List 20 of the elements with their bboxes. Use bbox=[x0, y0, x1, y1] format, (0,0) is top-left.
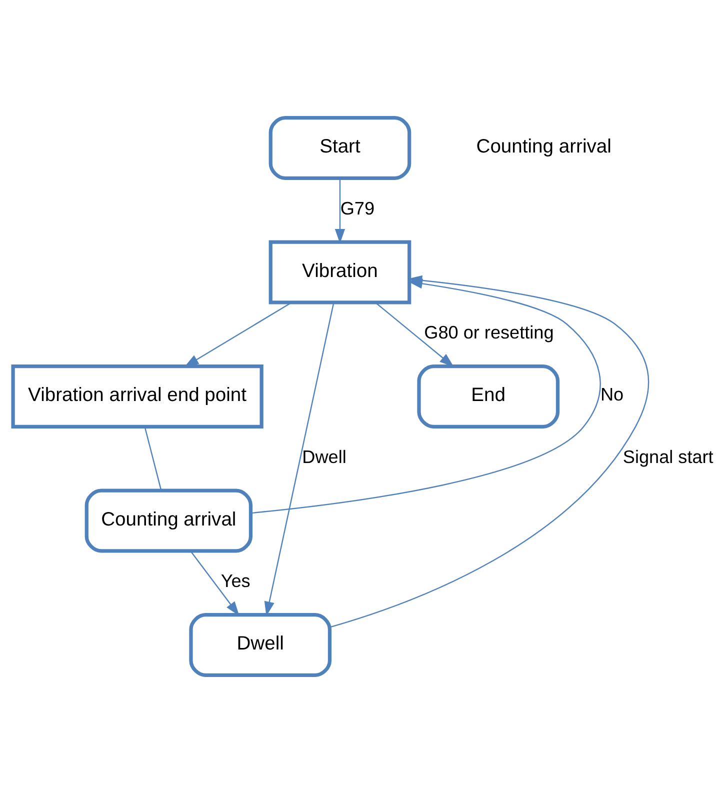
node-box: Dwell bbox=[189, 612, 332, 676]
edge-label: Yes bbox=[220, 570, 250, 591]
arrow bbox=[184, 302, 292, 367]
arrow bbox=[264, 302, 334, 616]
edge-label: Dwell bbox=[302, 446, 346, 466]
edge-label: No bbox=[600, 384, 624, 404]
node-box: Start bbox=[268, 116, 412, 180]
edge-label: G80 or resetting bbox=[424, 322, 554, 342]
edge-label: Signal start bbox=[622, 446, 714, 466]
arrow bbox=[375, 302, 454, 367]
node-box: Counting arrival bbox=[84, 488, 253, 552]
arrow bbox=[330, 274, 650, 628]
node-box: Vibration arrival end point bbox=[11, 364, 264, 428]
arrow bbox=[334, 178, 346, 243]
connector bbox=[144, 426, 162, 490]
node-box: Vibration bbox=[268, 240, 412, 304]
edge-label: G79 bbox=[340, 198, 375, 218]
arrow bbox=[190, 550, 240, 616]
node-box: End bbox=[417, 364, 560, 428]
node-label: Counting arrival bbox=[476, 136, 612, 158]
